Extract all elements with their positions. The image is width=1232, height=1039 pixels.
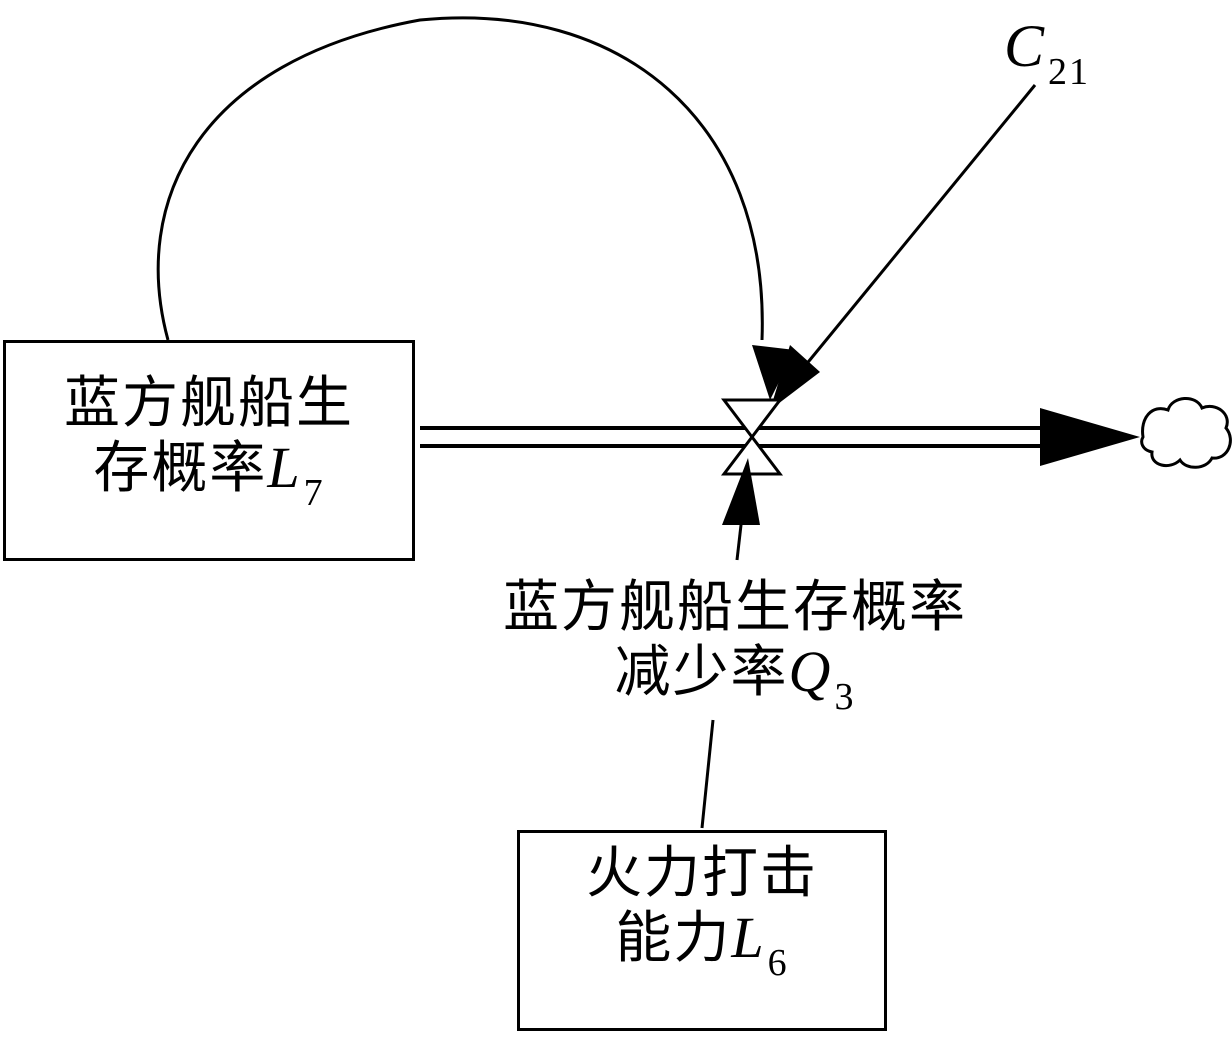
c21-arrowhead [770, 345, 820, 410]
stock-l6-var: L [731, 905, 766, 970]
stock-l6-line2-text: 能力 [615, 906, 732, 971]
c21-connector [798, 84, 1037, 373]
constant-c21-var: C [1004, 13, 1047, 79]
stock-box-l6 [517, 830, 887, 1031]
feedback-arc-connector [156, 16, 764, 341]
stock-l6-line2: 能力L6 [517, 905, 887, 985]
stock-l7-label: 蓝方舰船生 存概率L7 [3, 371, 415, 515]
cloud-sink-icon [1140, 397, 1232, 469]
rate-q3-line1: 蓝方舰船生存概率 [503, 575, 967, 640]
stock-l6-label: 火力打击 能力L6 [517, 841, 887, 985]
stock-l7-line2-text: 存概率 [93, 436, 268, 501]
constant-c21-label: C21 [1004, 13, 1090, 93]
valve-icon-lower [720, 434, 784, 476]
stock-box-l7 [3, 340, 415, 561]
rate-q3-line2-text: 减少率 [614, 640, 789, 705]
valve-icon [720, 398, 784, 440]
l6-connector [700, 719, 715, 829]
rate-q3-sub: 3 [834, 676, 856, 718]
stock-l6-sub: 6 [767, 942, 789, 984]
stock-l7-sub: 7 [303, 472, 325, 514]
rate-q3-label: 蓝方舰船生存概率 减少率Q3 [410, 575, 1060, 719]
constant-c21-sub: 21 [1048, 51, 1091, 93]
q3-arrowhead [722, 458, 760, 525]
arc-arrowhead [752, 345, 795, 400]
stock-l7-var: L [267, 435, 302, 500]
rate-q3-line2: 减少率Q3 [410, 639, 1060, 719]
flow-arrowhead [1040, 408, 1140, 466]
stock-l6-line1: 火力打击 [586, 841, 818, 906]
rate-q3-var: Q [788, 639, 833, 704]
stock-l7-line2: 存概率L7 [3, 435, 415, 515]
stock-l7-line1: 蓝方舰船生 [64, 371, 354, 436]
